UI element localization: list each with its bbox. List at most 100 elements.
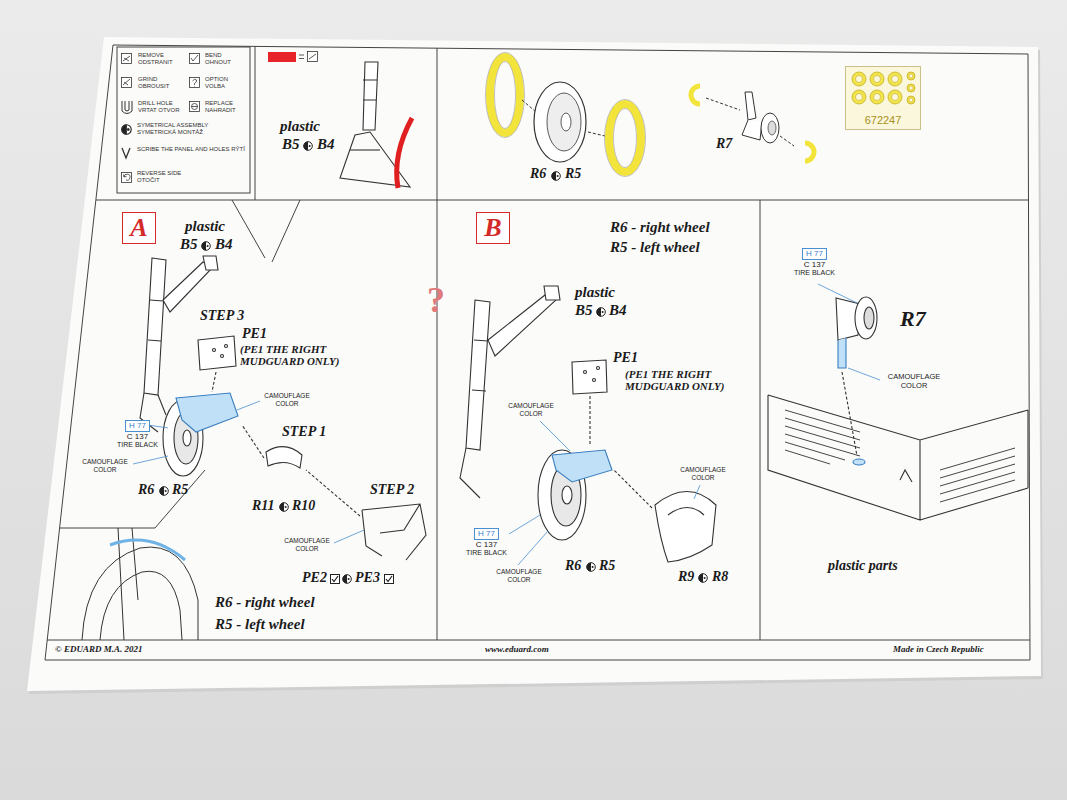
gear-drawing-b (544, 286, 560, 300)
panel-frame (45, 45, 1030, 660)
wheel-masks-drawing (691, 86, 700, 104)
wheel-masks-drawing (745, 92, 756, 120)
wheel-masks-drawing (768, 121, 776, 135)
wheel-masks-drawing (588, 132, 605, 136)
leader-lines (133, 456, 168, 464)
legend-icons (190, 78, 200, 88)
gear-drawing-r7 (853, 459, 865, 465)
panel-frame (255, 46, 256, 200)
strut-drawing-top (397, 118, 412, 188)
gear-drawing-a (213, 349, 216, 352)
mask-part (852, 72, 866, 86)
part-number: R5 (599, 558, 615, 573)
gear-drawing-a (242, 425, 264, 458)
gear-drawing-a (225, 345, 228, 348)
legend-icons (191, 55, 198, 61)
symmetry-icons (280, 503, 289, 512)
strut-drawing-top (340, 62, 412, 188)
website: www.eduard.com (485, 645, 549, 655)
step-box: B (476, 212, 510, 244)
part-number: PE1 (242, 326, 267, 341)
strut-drawing-top (363, 80, 377, 100)
legend-text: SCRIBE THE PANEL AND HOLES RÝTÍ (137, 146, 245, 153)
paint-name: TIRE BLACK (794, 269, 835, 277)
wheel-masks-drawing (805, 143, 814, 161)
note-text: (PE1 THE RIGHT MUDGUARD ONLY) (240, 343, 365, 367)
part-number: R11 (252, 498, 275, 513)
legend-text: BEND OHNOUT (205, 52, 247, 66)
legend-icons (122, 173, 132, 183)
part-label: plastic parts (828, 558, 898, 573)
panel-frame (437, 48, 438, 640)
paint-name: C 137 (476, 540, 497, 549)
part-number: R6 (530, 166, 546, 181)
legend-text: SYMETRICAL ASSEMBLY SYMETRICKÁ MONTÁŽ (137, 122, 242, 136)
mask-part (856, 94, 863, 101)
mask-part (907, 72, 915, 80)
replace-marker (308, 52, 318, 62)
legend-icons (122, 54, 132, 64)
gear-drawing-a (212, 372, 216, 392)
mask-part (888, 90, 902, 104)
symmetry-icons (331, 575, 340, 584)
symmetry-icons (202, 242, 211, 251)
part-number: B4 (215, 236, 233, 253)
legend-icons (122, 78, 132, 88)
gear-drawing-r7 (900, 470, 912, 482)
fret-number: 672247 (865, 114, 902, 126)
wheel-masks-drawing (742, 120, 762, 140)
paper-sheet (27, 37, 1041, 691)
symmetry-icons (552, 172, 561, 181)
leader-lines (133, 284, 880, 565)
panel-frame (47, 640, 1030, 641)
part-number: B5 (180, 236, 198, 253)
part-label: plastic (185, 218, 225, 235)
legend-text: REMOVE ODSTRANIT (138, 52, 184, 66)
step-label: STEP 2 (370, 482, 414, 497)
option-mark: ? (427, 282, 445, 318)
mask-part (909, 86, 913, 90)
detail-inset (118, 528, 138, 640)
mask-part (856, 76, 863, 83)
gear-drawing-a (266, 447, 302, 468)
color-note: CAMOUFLAGE COLOR (80, 458, 130, 474)
wheel-masks-drawing (495, 62, 516, 129)
legend-icons (122, 101, 132, 114)
paint-callout: H 77C 137TIRE BLACK (790, 248, 839, 277)
gear-drawing-b (614, 470, 652, 508)
mask-part (870, 72, 884, 86)
paint-code: H 77 (802, 248, 827, 260)
gear-drawing-b (655, 492, 716, 563)
wheel-masks-drawing (780, 136, 794, 146)
legend-icons (123, 79, 130, 85)
wheel-masks-drawing (561, 113, 571, 131)
detail-inset (82, 528, 198, 640)
gear-drawing-b (593, 379, 596, 382)
mask-part (892, 76, 899, 83)
paint-code: H 77 (474, 528, 499, 540)
gear-drawing-a (148, 300, 163, 341)
symmetry-icons (160, 142, 708, 584)
part-number: B4 (317, 136, 335, 153)
gear-drawing-b (488, 295, 556, 356)
gear-drawing-b (572, 360, 607, 394)
legend-text: GRIND OBROUSIT (138, 76, 184, 90)
legend-icons (123, 56, 130, 61)
legend-icons (122, 54, 200, 183)
replace-marker (268, 52, 318, 63)
wheel-note: R6 - right wheel (215, 594, 315, 611)
wheel-masks-drawing (547, 93, 581, 151)
leader-lines (694, 485, 700, 499)
part-number: PE3 (355, 570, 380, 585)
gear-drawing-b (472, 340, 488, 391)
mask-part (874, 76, 881, 83)
gear-drawing-b (668, 508, 704, 516)
paint-name: C 137 (804, 260, 825, 269)
detail-inset (110, 540, 185, 560)
legend-icons (122, 148, 130, 158)
step-label: STEP 1 (282, 424, 326, 439)
mask-part (852, 90, 866, 104)
origin-note: Made in Czech Republic (893, 645, 984, 655)
color-note: CAMOUFLAGE COLOR (494, 568, 544, 584)
detail-inset (82, 547, 198, 640)
